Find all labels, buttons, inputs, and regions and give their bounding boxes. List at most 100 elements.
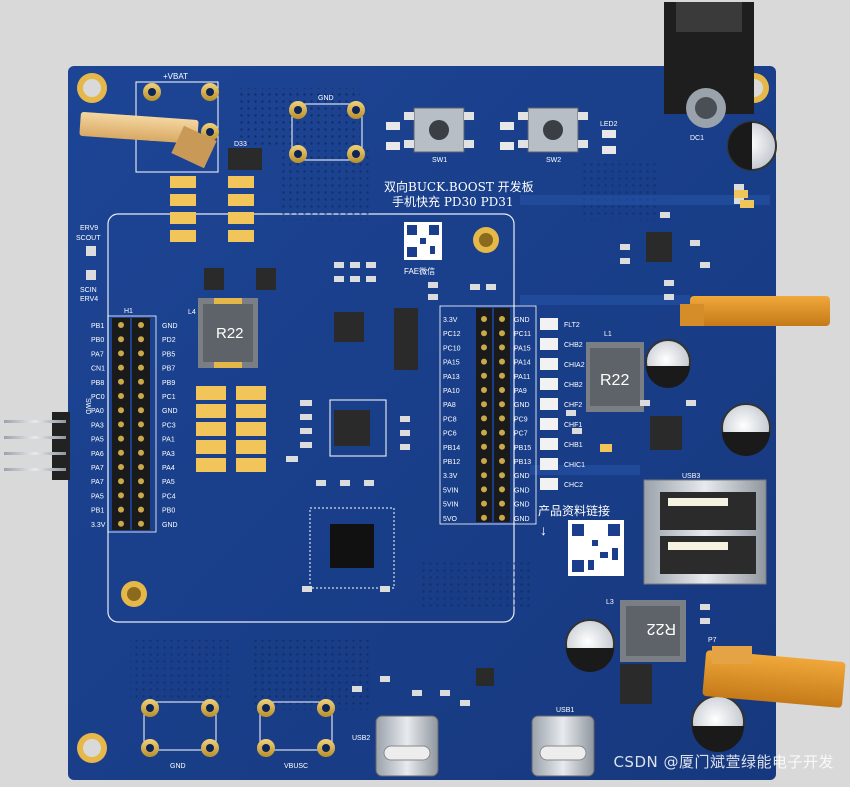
tan-terminal-top — [79, 112, 217, 169]
right-header-pin — [499, 358, 505, 365]
right-header-pin-label: PC12 — [443, 331, 461, 338]
right-header-pin-label: GND — [514, 516, 530, 523]
right-header-pin-label: GND — [514, 487, 530, 494]
h1-pin-label: GND — [162, 408, 178, 415]
pcb-board — [68, 66, 776, 780]
right-header-pin-label: PC7 — [514, 431, 528, 438]
sw2-button[interactable] — [518, 107, 588, 153]
test-point-label: CHB2 — [564, 382, 583, 389]
right-header — [439, 305, 537, 525]
h1-pin-label: PB5 — [162, 351, 175, 358]
right-header-pin-label: PA13 — [443, 374, 460, 381]
h1-pin-label: PC0 — [91, 394, 105, 401]
gnd-connector-top — [289, 101, 365, 163]
right-header-pin — [499, 514, 505, 521]
h1-label: H1 — [124, 308, 133, 315]
right-header-pin — [499, 500, 505, 507]
test-point-pad — [540, 398, 558, 410]
test-point-pad — [540, 378, 558, 390]
right-header-pin-label: PB12 — [443, 459, 460, 466]
test-point-pad — [540, 478, 558, 490]
gnd-bottom-label: GND — [170, 763, 186, 770]
right-header-pin-label: PC10 — [443, 345, 461, 352]
right-header-pin-label: PC8 — [443, 416, 457, 423]
test-point-label: CHB1 — [564, 442, 583, 449]
right-header-pin-label: GND — [514, 473, 530, 480]
right-header-pin — [481, 500, 487, 507]
right-header-pin — [499, 387, 505, 393]
d33-label: D33 — [234, 141, 247, 148]
fae-qr-code — [404, 222, 442, 260]
right-header-pin-label: PC6 — [443, 431, 457, 438]
sw2-label: SW2 — [546, 157, 561, 164]
right-header-pin-label: PA15 — [514, 345, 531, 352]
erv9-label: ERV9 — [80, 225, 98, 232]
right-header-pin — [499, 316, 505, 322]
usb2-port — [375, 715, 439, 777]
h1-pin-label: PC4 — [162, 493, 176, 500]
right-header-pin-label: PB13 — [514, 459, 531, 466]
h1-pin-label: PA7 — [91, 479, 104, 486]
h1-pin — [118, 506, 124, 513]
l4-label: L4 — [188, 309, 196, 316]
test-point-pad — [540, 338, 558, 350]
electrolytic-cap-c11 — [645, 339, 691, 388]
sw1-button[interactable] — [404, 107, 474, 153]
right-header-pin-label: 3.3V — [443, 473, 458, 480]
ic-cluster — [204, 232, 682, 704]
h1-pin — [118, 478, 124, 485]
h1-pin — [118, 350, 124, 357]
h1-header — [107, 315, 157, 533]
right-header-pin-label: PC9 — [514, 416, 528, 423]
h1-pin-label: PA5 — [91, 493, 104, 500]
test-point-pad — [540, 438, 558, 450]
h1-pin-label: PA5 — [91, 437, 104, 444]
right-header-pin — [481, 443, 487, 450]
h1-pin-label: PA3 — [91, 422, 104, 429]
h1-pin — [118, 492, 124, 499]
right-header-pin-label: PA10 — [443, 388, 460, 395]
h1-pin — [138, 435, 144, 442]
right-header-pin — [499, 472, 505, 479]
h1-pin — [138, 350, 144, 357]
electrolytic-cap-c22 — [565, 619, 615, 672]
swd-connector — [4, 412, 70, 480]
right-header-pin — [499, 458, 505, 464]
test-point-label: CHF1 — [564, 422, 582, 429]
l3-label: L3 — [606, 599, 614, 606]
product-link-label: 产品资料链接 — [538, 503, 610, 518]
right-header-pin — [481, 316, 487, 322]
right-header-pin — [481, 415, 487, 422]
right-header-pin — [499, 443, 505, 450]
h1-pin — [138, 464, 144, 470]
right-header-pin — [481, 486, 487, 493]
right-header-pin-label: PA15 — [443, 360, 460, 367]
right-header-pin — [481, 401, 487, 408]
right-header-pin — [499, 415, 505, 422]
test-point-pad — [540, 318, 558, 330]
inductor-l4-mark: R22 — [216, 325, 244, 342]
scin-label: SCIN — [80, 287, 97, 294]
h1-pin — [138, 393, 144, 399]
right-header-pin-label: PA14 — [514, 360, 531, 367]
test-point-label: CHB2 — [564, 342, 583, 349]
test-point-label: CHIC1 — [564, 462, 585, 469]
h1-pin-label: PB1 — [91, 323, 104, 330]
arrow-down-icon: ↓ — [540, 522, 547, 538]
vbat-label: +VBAT — [163, 72, 188, 81]
right-header-pin-label: PA8 — [443, 402, 456, 409]
usb3-port — [643, 479, 767, 585]
test-point-label: CHIA2 — [564, 362, 585, 369]
right-header-pin — [481, 429, 487, 436]
orange-terminal-right — [680, 296, 830, 326]
right-header-pin-label: 3.3V — [443, 317, 458, 324]
right-header-pin-label: 5VIN — [443, 502, 459, 509]
h1-pin-label: PA1 — [162, 437, 175, 444]
usb2-label: USB2 — [352, 735, 370, 742]
h1-pin — [138, 520, 144, 527]
h1-pin-label: PA6 — [91, 451, 104, 458]
gnd-connector-bottom — [141, 699, 219, 757]
right-header-pin — [481, 372, 487, 379]
